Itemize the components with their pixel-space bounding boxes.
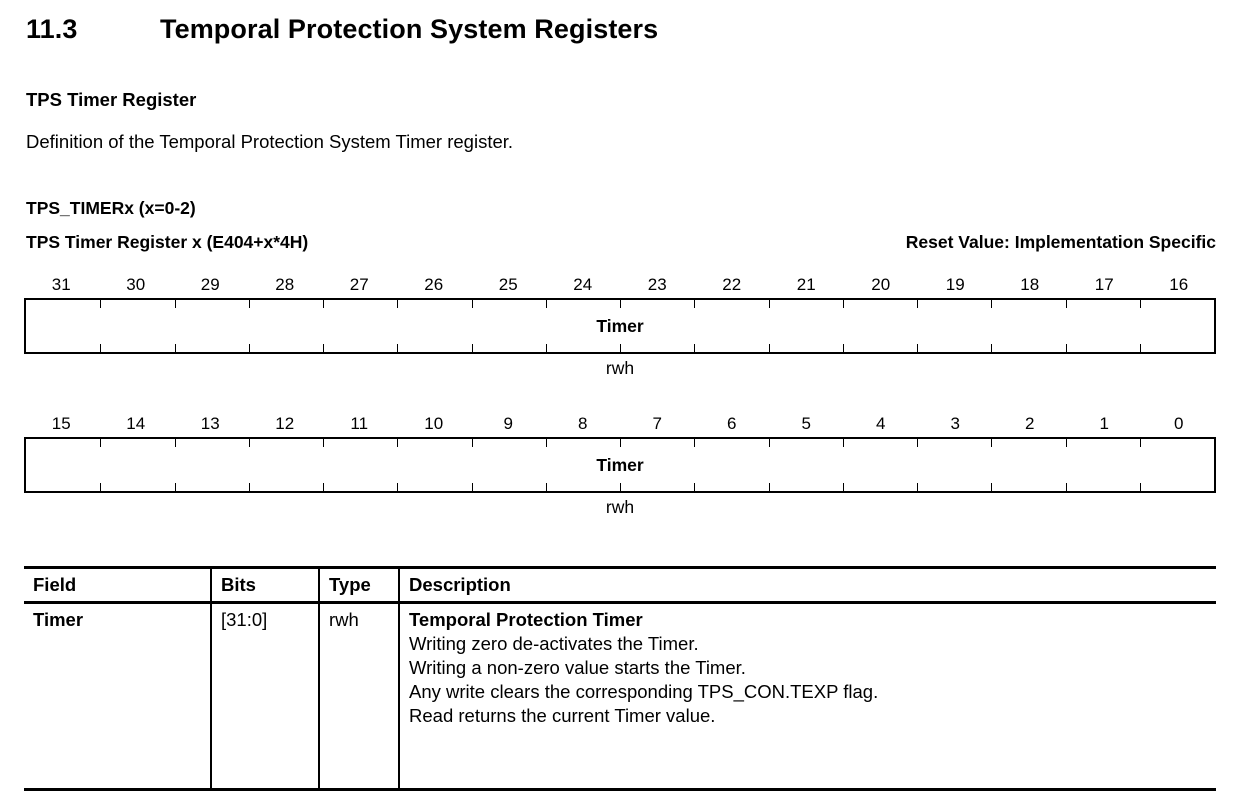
bit-number: 17 [1094,275,1114,294]
bit-cell [545,300,620,352]
register-identifier: TPS_TIMERx (x=0-2) [26,198,196,218]
description-line: Read returns the current Timer value. [409,705,716,727]
bit-cell [620,300,694,352]
bit-number: 19 [945,275,965,294]
register-heading: TPS Timer Register [26,89,197,110]
bit-cell [1139,300,1214,352]
bit-cell [991,439,1065,491]
bit-number: 0 [1174,414,1184,433]
cell-bits-range: [31:0] [210,604,318,789]
bit-field-box-lower: Timer [24,437,1216,493]
bit-cell [842,439,917,491]
bit-cell [174,300,249,352]
bit-field-access-type: rwh [605,358,635,378]
bit-cell [100,439,174,491]
bit-number: 8 [578,414,588,433]
bit-cell [694,439,768,491]
bit-cell [545,439,620,491]
bit-number: 16 [1169,275,1189,294]
bit-diagram-upper: 31 30 29 28 27 26 25 24 23 22 21 20 19 1… [24,272,1216,381]
column-header-bits: Bits [210,569,318,602]
bit-number: 23 [647,275,667,294]
table-header-row: Field Bits Type Description [24,569,1216,605]
bit-number: 4 [876,414,886,433]
bit-number: 2 [1025,414,1035,433]
bit-number: 27 [349,275,369,294]
bit-number: 11 [350,414,369,433]
bit-number: 13 [200,414,220,433]
column-header-type: Type [318,569,398,602]
register-title-row: TPS Timer Register x (E404+x*4H) Reset V… [26,232,1216,253]
section-number: 11.3 [26,14,78,44]
bit-cell [620,439,694,491]
register-description: Definition of the Temporal Protection Sy… [26,131,514,152]
bit-number: 14 [126,414,146,433]
bit-number: 20 [871,275,891,294]
bit-cell [1065,439,1140,491]
bit-cell [694,300,768,352]
bit-cells [26,300,1214,352]
bit-number: 29 [200,275,220,294]
column-header-field: Field [33,574,77,595]
bit-field-name: Timer [596,454,644,475]
cell-field-name: Timer [33,609,84,631]
column-header-description: Description [398,569,1216,602]
bit-number-row-upper: 31 30 29 28 27 26 25 24 23 22 21 20 19 1… [24,272,1216,298]
description-line: Any write clears the corresponding TPS_C… [409,681,879,703]
bit-cell [397,439,471,491]
section-heading: 11.3 Temporal Protection System Register… [26,14,658,45]
bit-cell [1065,300,1140,352]
bit-cell [248,439,323,491]
bit-cell [991,300,1065,352]
bit-cell [397,300,471,352]
bit-number: 30 [126,275,146,294]
bit-number: 12 [275,414,295,433]
bit-field-name: Timer [596,315,644,336]
bit-number: 10 [424,414,444,433]
bit-cell [768,439,843,491]
bit-number: 21 [796,275,816,294]
bit-diagram-lower: 15 14 13 12 11 10 9 8 7 6 5 4 3 2 1 0 [24,411,1216,520]
description-line: Temporal Protection Timer [409,609,643,631]
bit-number: 15 [51,414,71,433]
bit-cells [26,439,1214,491]
bit-number: 18 [1020,275,1040,294]
bit-cell [100,300,174,352]
bit-cell [842,300,917,352]
bit-field-access-type: rwh [605,497,635,517]
description-line: Writing zero de-activates the Timer. [409,633,699,655]
bit-number: 5 [801,414,811,433]
bit-number: 26 [424,275,444,294]
bit-cell [768,300,843,352]
bit-cell [471,439,546,491]
bit-number: 3 [950,414,960,433]
bit-cell [174,439,249,491]
cell-access-type: rwh [318,604,398,789]
cell-description: Temporal Protection Timer Writing zero d… [398,604,1216,789]
register-reset-value: Reset Value: Implementation Specific [905,232,1216,252]
bit-cell [1139,439,1214,491]
table-row: Timer [31:0] rwh Temporal Protection Tim… [24,604,1216,789]
bit-number: 6 [727,414,737,433]
bit-cell [471,300,546,352]
bit-cell [323,439,397,491]
bit-number: 22 [722,275,742,294]
bit-number: 25 [498,275,518,294]
bit-cell [248,300,323,352]
bit-number: 9 [503,414,513,433]
bit-cell [323,300,397,352]
bit-cell [917,300,991,352]
bit-number-row-lower: 15 14 13 12 11 10 9 8 7 6 5 4 3 2 1 0 [24,411,1216,437]
bit-number: 1 [1099,414,1109,433]
bit-field-box-upper: Timer [24,298,1216,354]
register-long-name: TPS Timer Register x (E404+x*4H) [26,232,309,252]
bit-cell [917,439,991,491]
bit-number: 7 [652,414,662,433]
description-line: Writing a non-zero value starts the Time… [409,657,746,679]
bit-number: 28 [275,275,295,294]
bit-number: 24 [573,275,593,294]
section-title: Temporal Protection System Registers [160,14,659,44]
bit-number: 31 [51,275,71,294]
field-description-table: Field Bits Type Description Timer [31:0]… [24,566,1216,791]
